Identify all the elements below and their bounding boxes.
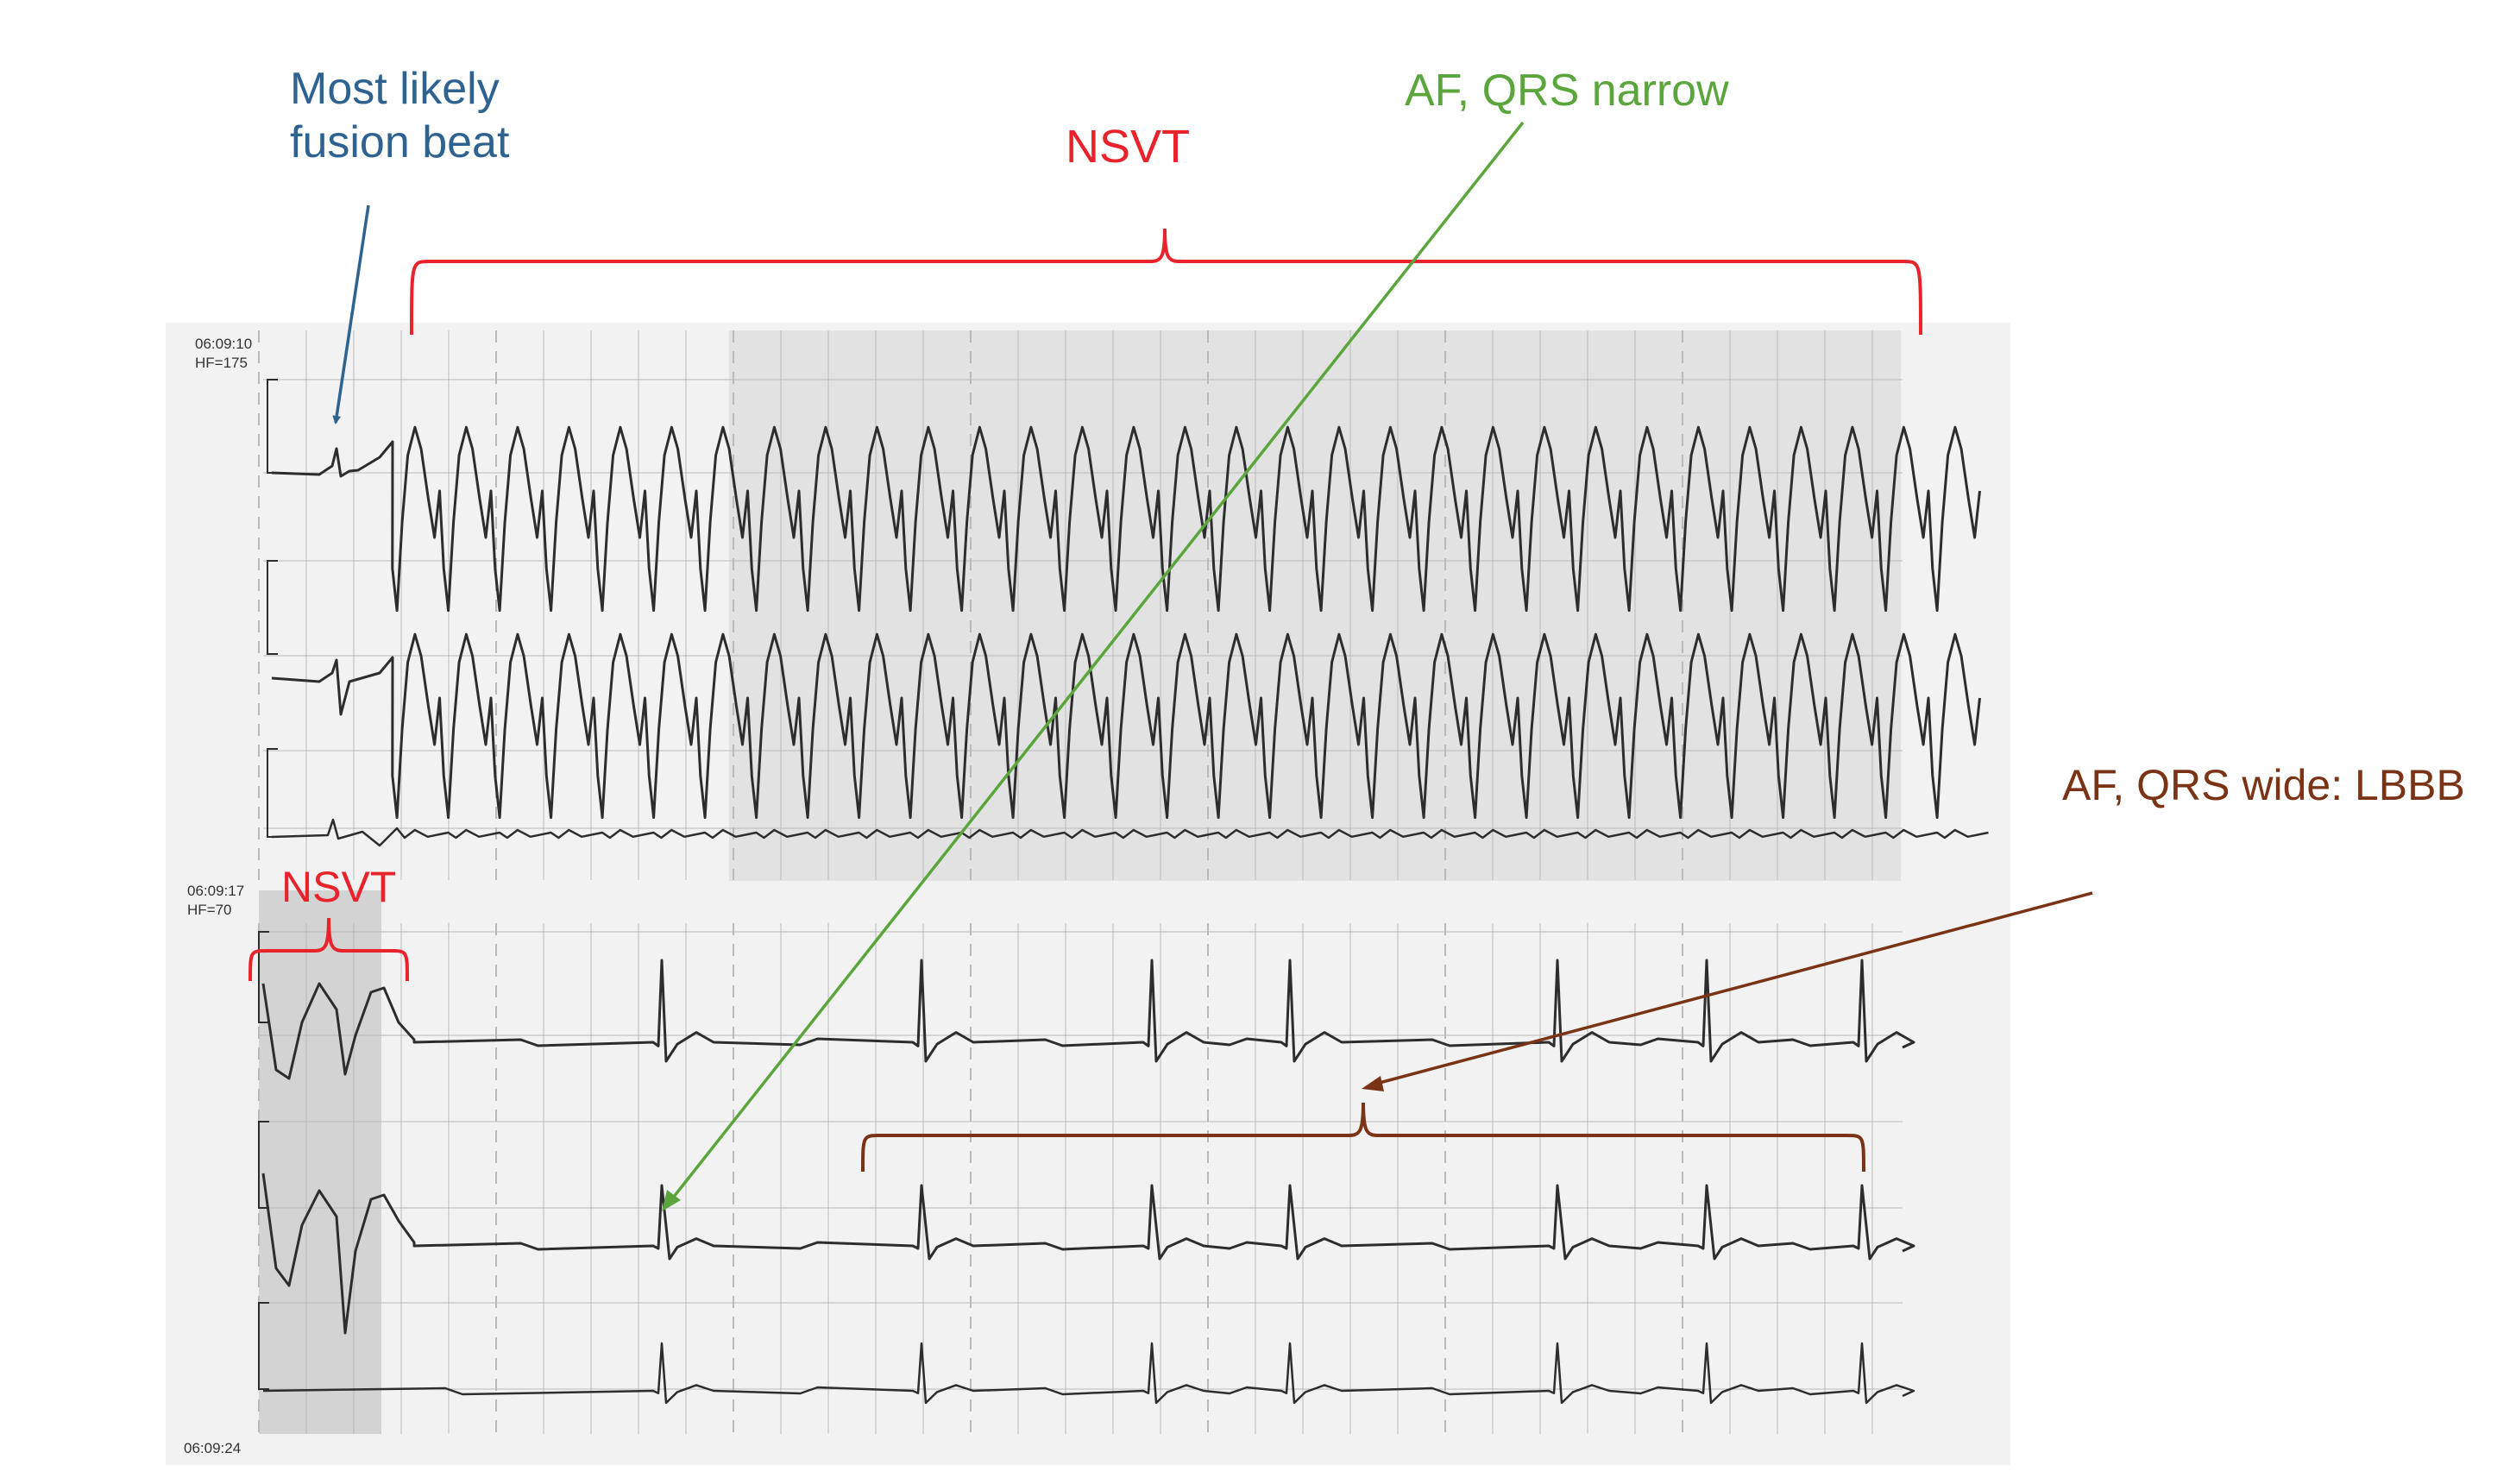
nsvt-top-bracket <box>410 228 1922 336</box>
fusion-beat-label: Most likely fusion beat <box>290 62 509 170</box>
ecg-trace-bottom-lead1 <box>261 959 1915 1080</box>
af-wide-bracket <box>861 1102 1865 1173</box>
ecg-trace-top-lead2 <box>271 632 1981 820</box>
top-strip-rate: HF=175 <box>195 355 248 372</box>
af-narrow-arrow <box>669 121 1525 1203</box>
fusion-label-line2: fusion beat <box>290 117 510 168</box>
bottom-strip-end-time: 06:09:24 <box>184 1440 242 1456</box>
af-wide-arrow <box>1375 891 2093 1085</box>
af-narrow-label: AF, QRS narrow <box>1405 66 1729 116</box>
nsvt-bottom-bracket <box>248 917 409 982</box>
calibration-mark <box>267 560 278 655</box>
nsvt-bottom-label: NSVT <box>281 863 397 911</box>
fusion-arrow <box>332 204 370 424</box>
calibration-mark <box>258 1121 269 1209</box>
af-wide-arrowhead <box>1362 1076 1384 1091</box>
calibration-mark <box>258 1302 269 1390</box>
af-wide-label: AF, QRS wide: LBBB <box>2062 761 2465 809</box>
calibration-mark <box>258 931 269 1023</box>
bottom-strip-time: 06:09:17 <box>187 883 245 899</box>
nsvt-top-label: NSVT <box>1066 121 1191 173</box>
ecg-trace-top-lead3 <box>271 818 1989 847</box>
af-narrow-arrowhead <box>662 1190 681 1211</box>
top-strip-time: 06:09:10 <box>195 336 253 352</box>
top-strip-stamp: 06:09:10 HF=175 <box>195 335 252 373</box>
bottom-strip-rate: HF=70 <box>187 902 232 919</box>
fusion-label-line1: Most likely <box>290 64 500 114</box>
ecg-trace-bottom-lead3 <box>262 1342 1915 1405</box>
bottom-strip-shade <box>259 890 381 1434</box>
bottom-strip-stamp: 06:09:17 HF=70 <box>187 882 244 920</box>
ecg-trace-bottom-lead2 <box>261 1173 1915 1335</box>
ecg-trace-top-lead1 <box>271 425 1981 613</box>
top-strip-shade <box>729 330 1901 881</box>
